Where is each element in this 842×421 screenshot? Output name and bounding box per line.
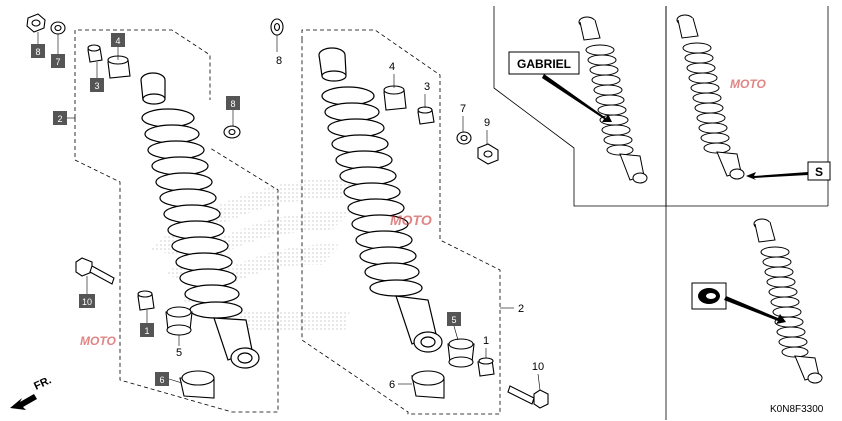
svg-text:8: 8 xyxy=(276,55,282,67)
svg-text:7: 7 xyxy=(55,57,60,67)
left-boxed-labels: 8 7 4 3 2 8 10 1 6 xyxy=(31,33,240,386)
svg-text:S: S xyxy=(815,165,823,179)
svg-text:1: 1 xyxy=(144,326,149,336)
front-direction-arrow: FR. xyxy=(10,374,53,410)
left-shock-absorber xyxy=(140,72,260,369)
left-panel-frame xyxy=(74,29,279,413)
svg-text:GABRIEL: GABRIEL xyxy=(517,57,571,71)
left-leader-lines xyxy=(37,32,234,384)
right-panel-frames xyxy=(493,6,829,420)
middle-leader-lines xyxy=(276,35,541,391)
svg-text:9: 9 xyxy=(484,117,490,129)
middle-shock-absorber xyxy=(318,47,443,353)
left-parts xyxy=(26,13,241,399)
s-tag: S xyxy=(746,161,831,181)
svg-text:FR.: FR. xyxy=(32,374,53,392)
callout-5-left: 5 xyxy=(176,347,182,359)
svg-text:MOTO: MOTO xyxy=(390,212,432,228)
svg-text:7: 7 xyxy=(460,103,466,115)
svg-text:8: 8 xyxy=(230,99,235,109)
honda-wing-watermark xyxy=(150,178,360,330)
lower-right-shock xyxy=(753,218,823,384)
svg-text:2: 2 xyxy=(518,303,524,315)
gabriel-shock xyxy=(578,16,648,184)
svg-text:8: 8 xyxy=(35,47,40,57)
svg-text:4: 4 xyxy=(115,36,120,46)
middle-plain-labels: 8 4 3 7 9 2 1 6 10 xyxy=(276,55,544,391)
middle-panel-frame xyxy=(301,29,501,415)
svg-text:3: 3 xyxy=(94,81,99,91)
middle-boxed-labels: 5 xyxy=(447,312,461,326)
moto-watermark-1: MOTO xyxy=(80,334,116,348)
svg-text:4: 4 xyxy=(389,61,395,73)
middle-parts xyxy=(270,18,549,409)
moto-watermark-2: MOTO xyxy=(390,212,432,228)
oval-emblem-tag xyxy=(691,282,786,324)
s-variant-shock xyxy=(676,14,745,180)
svg-text:10: 10 xyxy=(532,361,544,373)
svg-text:6: 6 xyxy=(389,379,395,391)
svg-text:10: 10 xyxy=(82,297,92,307)
diagram-code: K0N8F3300 xyxy=(770,404,824,415)
svg-text:2: 2 xyxy=(57,114,62,124)
svg-text:MOTO: MOTO xyxy=(80,334,116,348)
svg-text:6: 6 xyxy=(159,375,164,385)
gabriel-tag: GABRIEL xyxy=(508,51,612,122)
moto-watermark-3: MOTO xyxy=(730,77,766,91)
svg-text:MOTO: MOTO xyxy=(730,77,766,91)
svg-text:5: 5 xyxy=(451,315,456,325)
svg-text:3: 3 xyxy=(424,81,430,93)
svg-text:1: 1 xyxy=(483,335,489,347)
